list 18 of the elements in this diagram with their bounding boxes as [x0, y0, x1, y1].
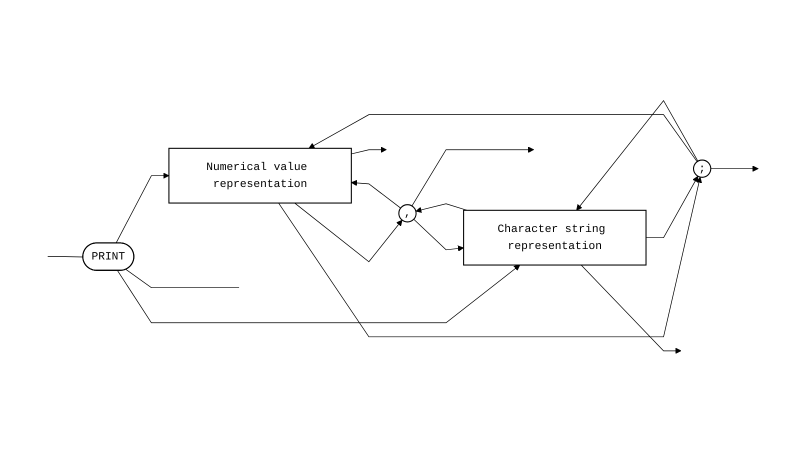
arrow — [351, 179, 401, 208]
arrow — [646, 175, 698, 238]
arrow — [350, 146, 387, 154]
separator-circle: ; — [693, 159, 712, 178]
arrow — [294, 202, 402, 262]
syntax-box: Character string representation — [463, 209, 647, 266]
arrow — [413, 218, 464, 252]
arrow — [576, 100, 698, 210]
arrow — [116, 172, 170, 244]
arrow — [308, 114, 698, 162]
arrow — [278, 176, 702, 337]
arrow — [117, 264, 520, 323]
separator-circle: , — [398, 204, 417, 222]
arrow — [580, 264, 682, 354]
syntax-box: Numerical value representation — [168, 147, 352, 204]
arrow — [412, 146, 534, 206]
arrow — [710, 165, 759, 172]
keyword-terminal: PRINT — [82, 242, 134, 270]
